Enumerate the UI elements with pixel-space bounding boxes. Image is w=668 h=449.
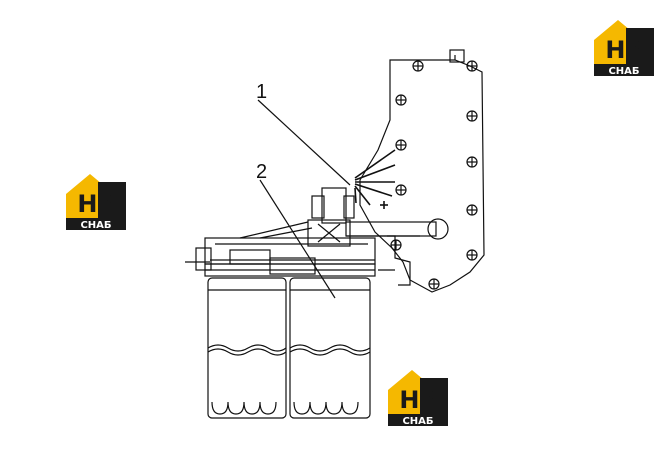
- filter-canister-left: [207, 277, 287, 419]
- logo-letters: НЗ: [77, 190, 114, 218]
- filter-head-adapter: [307, 187, 449, 286]
- logo-word: СНАБ: [402, 416, 433, 426]
- brand-logo-watermark: НЗ СНАБ: [592, 18, 656, 76]
- brand-logo-watermark: НЗ СНАБ: [386, 368, 450, 426]
- logo-word: СНАБ: [80, 220, 111, 230]
- filter-canister-right: [289, 277, 371, 419]
- logo-letters: НЗ: [605, 36, 642, 64]
- bracket-bolts: [390, 60, 478, 290]
- callout-1-label: 1: [256, 81, 267, 103]
- brand-logo-watermark: НЗ СНАБ: [64, 172, 128, 230]
- hose-fittings: [354, 149, 396, 209]
- filter-head: [185, 221, 395, 277]
- logo-letters: НЗ: [399, 386, 436, 414]
- logo-word: СНАБ: [608, 66, 639, 76]
- callout-leaders: [257, 99, 351, 299]
- callout-2-label: 2: [256, 161, 267, 183]
